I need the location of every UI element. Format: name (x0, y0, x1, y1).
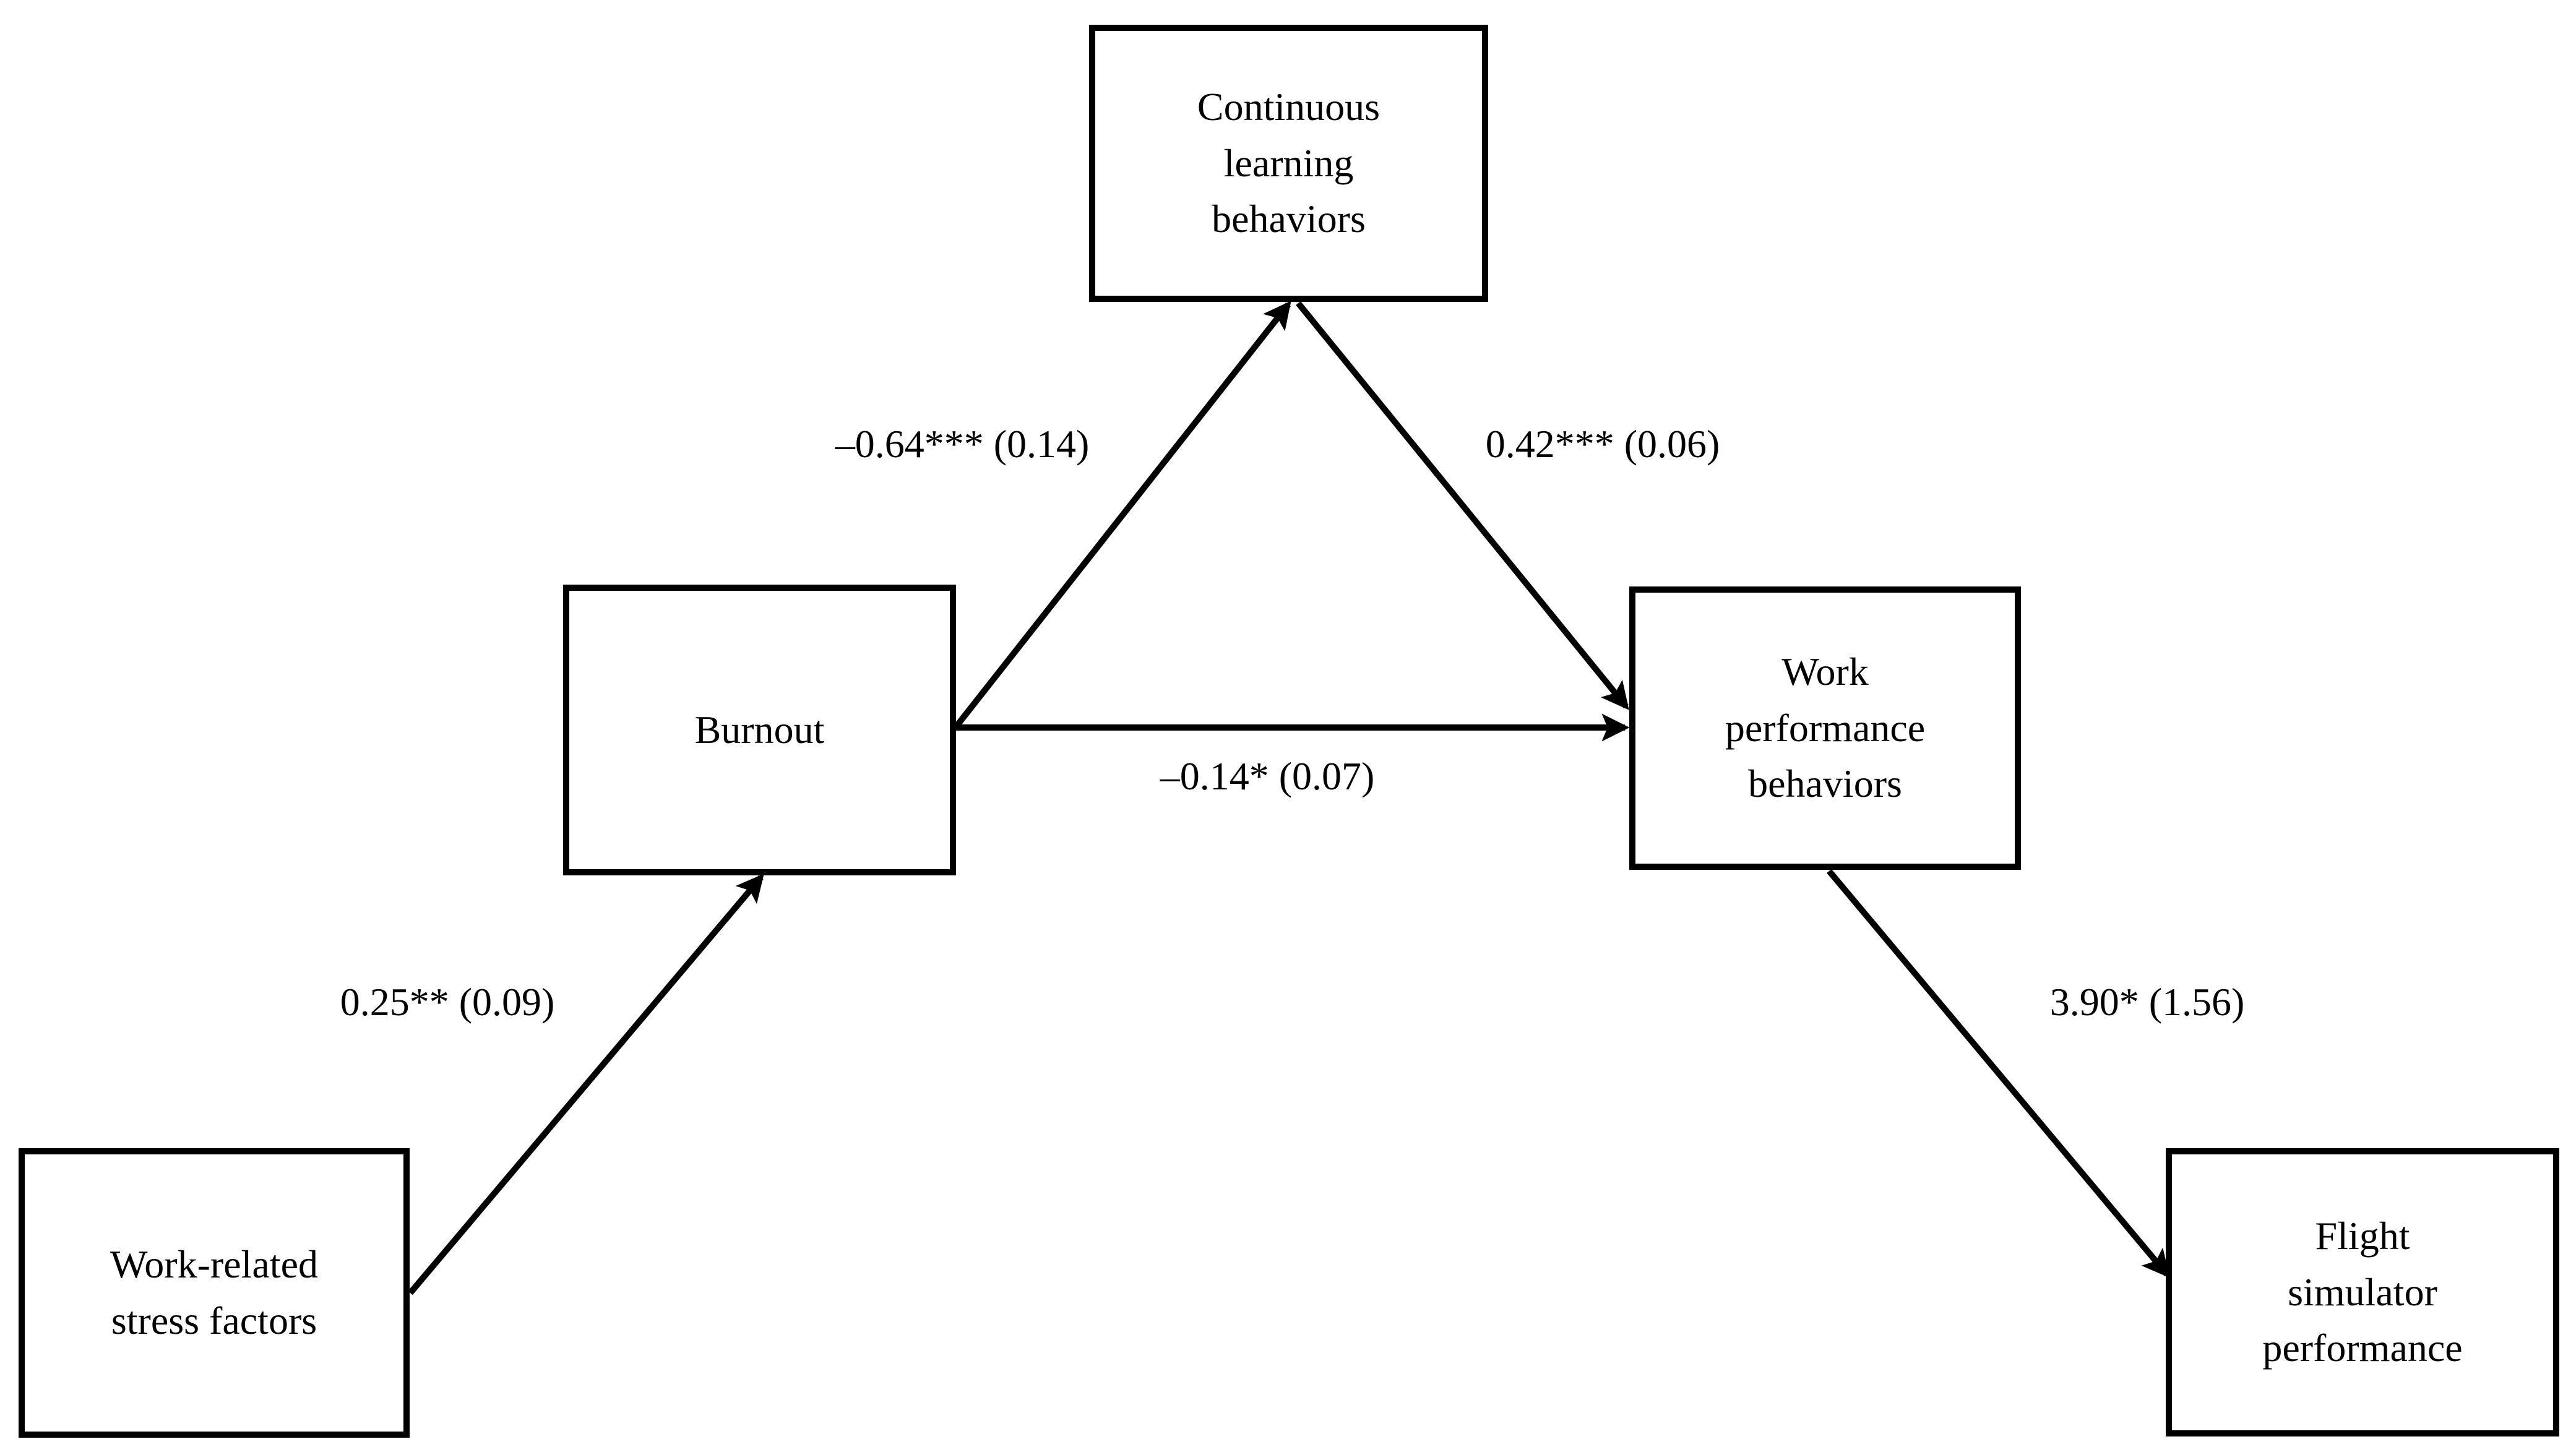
edge-label-work-performance-to-flight-sim: 3.90* (1.56) (2049, 980, 2245, 1024)
node-label: Flight simulator performance (2262, 1213, 2463, 1370)
node-label: Work-related stress factors (110, 1242, 318, 1342)
edge-stress-to-burnout-arrow (408, 874, 764, 1295)
node-label: Work performance behaviors (1725, 649, 1926, 806)
edge-learning-to-work-performance-arrow (1296, 301, 1629, 710)
edge-label-burnout-to-learning: –0.64*** (0.14) (835, 422, 1090, 466)
node-burnout: Burnout (563, 585, 956, 875)
node-work-related-stress-factors: Work-related stress factors (19, 1148, 410, 1438)
node-label: Burnout (694, 707, 825, 752)
node-continuous-learning-behaviors: Continuous learning behaviors (1089, 25, 1488, 302)
node-label: Continuous learning behaviors (1197, 84, 1381, 241)
edge-work-performance-to-flight-sim-arrow (1827, 869, 2170, 1278)
edge-label-burnout-to-work-performance: –0.14* (0.07) (1160, 754, 1375, 798)
edge-label-stress-to-burnout: 0.25** (0.09) (340, 980, 555, 1024)
node-flight-simulator-performance: Flight simulator performance (2166, 1148, 2559, 1436)
node-work-performance-behaviors: Work performance behaviors (1629, 586, 2021, 870)
edge-burnout-to-learning-arrow (953, 301, 1291, 730)
edge-label-learning-to-work-performance: 0.42*** (0.06) (1485, 422, 1720, 466)
